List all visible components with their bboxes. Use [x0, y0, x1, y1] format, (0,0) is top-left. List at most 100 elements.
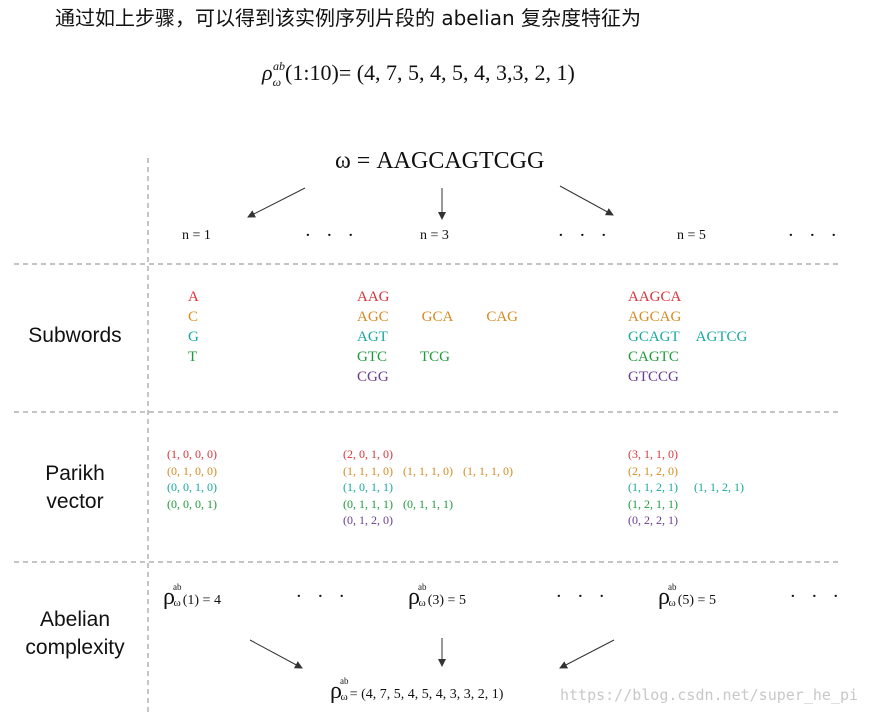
parikh-vector-row: (0, 1, 2, 0): [343, 512, 523, 529]
subword-row: G: [188, 327, 199, 347]
formula-rho: ρ: [262, 60, 273, 85]
subword-item: AGT: [357, 329, 388, 345]
subword-row: AAGCA: [628, 287, 763, 307]
rho-ab: ab: [417, 582, 427, 592]
parikh-vector-row: (1, 0, 1, 1): [343, 479, 523, 496]
subword-item: GCAGT: [628, 329, 680, 345]
ellipsis-5: · · ·: [556, 586, 610, 607]
parikh-vector-item: (3, 1, 1, 0): [628, 447, 678, 461]
abelian-n1: ρab ω(1) = 4: [163, 582, 221, 611]
subword-item: AGCAG: [628, 309, 682, 325]
n-label-1: n = 1: [182, 228, 211, 243]
arrow-top-left: [247, 187, 306, 218]
parikh-vector-row: (0, 1, 0, 0): [167, 463, 217, 480]
subword-item: AAG: [357, 289, 390, 305]
rho-ab: ab: [667, 582, 677, 592]
rho-symbol: ρ: [163, 584, 175, 610]
parikh-vector-item: (0, 2, 2, 1): [628, 513, 678, 527]
parikh-vector-row: (1, 1, 2, 1) (1, 1, 2, 1): [628, 479, 760, 496]
rho-omega: ω: [418, 597, 426, 609]
subword-row: CGG: [357, 367, 551, 387]
abelian-arg-5: (5) = 5: [677, 593, 716, 608]
parikh-vector-row: (0, 0, 1, 0): [167, 479, 217, 496]
subword-item: GCA: [421, 309, 454, 325]
rho-omega: ω: [173, 597, 181, 609]
ellipsis-6: · · ·: [790, 586, 844, 607]
parikh-vector-item: (1, 0, 0, 0): [167, 447, 217, 461]
parikh-vector-item: (1, 1, 2, 1): [694, 480, 744, 494]
abelian-arg-3: (3) = 5: [427, 593, 466, 608]
rho-symbol: ρ: [330, 678, 342, 704]
arrow-bottom-right: [559, 639, 615, 669]
n-label-5: n = 5: [677, 228, 706, 243]
parikh-vector-item: (1, 2, 1, 1): [628, 496, 678, 511]
subword-row: AGT: [357, 327, 551, 347]
parikh-vector-row: (0, 0, 0, 1): [167, 496, 217, 513]
parikh-vector-row: (1, 1, 1, 0)(1, 1, 1, 0)(1, 1, 1, 0): [343, 463, 523, 480]
rho-omega: ω: [340, 691, 348, 703]
omega-sequence: ω = AAGCAGTCGG: [335, 148, 545, 174]
parikh-vector-item: (2, 0, 1, 0): [343, 447, 393, 461]
rho-symbol: ρ: [658, 584, 670, 610]
parikh-vector-row: (1, 0, 0, 0): [167, 446, 217, 463]
subword-item: CGG: [357, 369, 389, 385]
parikh-vector-item: (0, 0, 1, 0): [167, 480, 217, 494]
subword-item: CAG: [486, 309, 519, 325]
subword-item: GTC: [357, 349, 387, 365]
parikh-vector-item: (0, 1, 2, 0): [343, 513, 393, 527]
subword-item: AGTCG: [695, 329, 748, 345]
subword-item: A: [188, 289, 199, 305]
abelian-arg-1: (1) = 4: [182, 593, 221, 608]
parikh-vector-row: (2, 0, 1, 0): [343, 446, 523, 463]
formula-sup: ab: [273, 59, 286, 73]
parikh-vector-item: (0, 1, 1, 1): [343, 496, 393, 511]
top-formula: ρωab(1:10)= (4, 7, 5, 4, 5, 4, 3,3, 2, 1…: [262, 59, 575, 89]
subword-item: T: [188, 349, 198, 365]
subword-row: AAG: [357, 287, 551, 307]
abelian-result-values: = (4, 7, 5, 4, 5, 4, 3, 3, 2, 1): [349, 687, 504, 702]
subwords-n5: AAGCA AGCAG GCAGT AGTCG CAGTC GTCCG: [628, 287, 763, 387]
subword-item: TCG: [420, 349, 450, 365]
parikh-vector-item: (1, 1, 2, 1): [628, 480, 678, 494]
rho-omega: ω: [668, 597, 676, 609]
rho-ab: ab: [172, 582, 182, 592]
subword-row: GCAGT AGTCG: [628, 327, 763, 347]
row-label-parikh: Parikh vector: [45, 462, 105, 513]
parikh-vector-row: (0, 2, 2, 1): [628, 512, 760, 529]
subword-row: T: [188, 347, 199, 367]
parikh-vector-item: (2, 1, 2, 0): [628, 463, 678, 478]
subword-row: GTC TCG: [357, 347, 551, 367]
parikh-n3: (2, 0, 1, 0) (1, 1, 1, 0) (1, 1, 1, 0) (1, …: [343, 446, 523, 529]
formula-rhs: = (4, 7, 5, 4, 5, 4, 3,3, 2, 1): [338, 60, 575, 85]
parikh-vector-row: (0, 1, 1, 1)(0, 1, 1, 1): [343, 496, 523, 513]
intro-text: 通过如上步骤，可以得到该实例序列片段的 abelian 复杂度特征为: [55, 6, 642, 30]
parikh-vector-item: (1, 0, 1, 1): [343, 480, 393, 494]
subword-item: G: [188, 329, 199, 345]
formula-arg: (1:10): [285, 60, 339, 85]
parikh-vector-item: (1, 1, 1, 0): [403, 463, 453, 478]
subword-row: AGCAG: [628, 307, 763, 327]
subword-item: C: [188, 309, 199, 325]
parikh-vector-item: (0, 1, 0, 0): [167, 463, 217, 478]
n-label-3: n = 3: [420, 228, 449, 243]
ellipsis-3: · · ·: [788, 225, 842, 246]
parikh-vector-item: (1, 1, 1, 0): [463, 463, 513, 478]
parikh-vector-item: (0, 0, 0, 1): [167, 496, 217, 511]
row-label-abelian: Abelian complexity: [25, 608, 125, 659]
subword-row: A: [188, 287, 199, 307]
subword-row: CAGTC: [628, 347, 763, 367]
arrow-top-right: [559, 185, 614, 216]
ellipsis-1: · · ·: [305, 225, 359, 246]
subword-item: GTCCG: [628, 369, 679, 385]
subword-item: CAGTC: [628, 349, 679, 365]
subword-item: AAGCA: [628, 289, 682, 305]
parikh-vector-row: (2, 1, 2, 0): [628, 463, 760, 480]
parikh-vector-row: (1, 2, 1, 1): [628, 496, 760, 513]
subword-row: GTCCG: [628, 367, 763, 387]
abelian-result: ρabω= (4, 7, 5, 4, 5, 4, 3, 3, 2, 1): [330, 676, 504, 705]
abelian-n5: ρab ω(5) = 5: [658, 582, 716, 611]
